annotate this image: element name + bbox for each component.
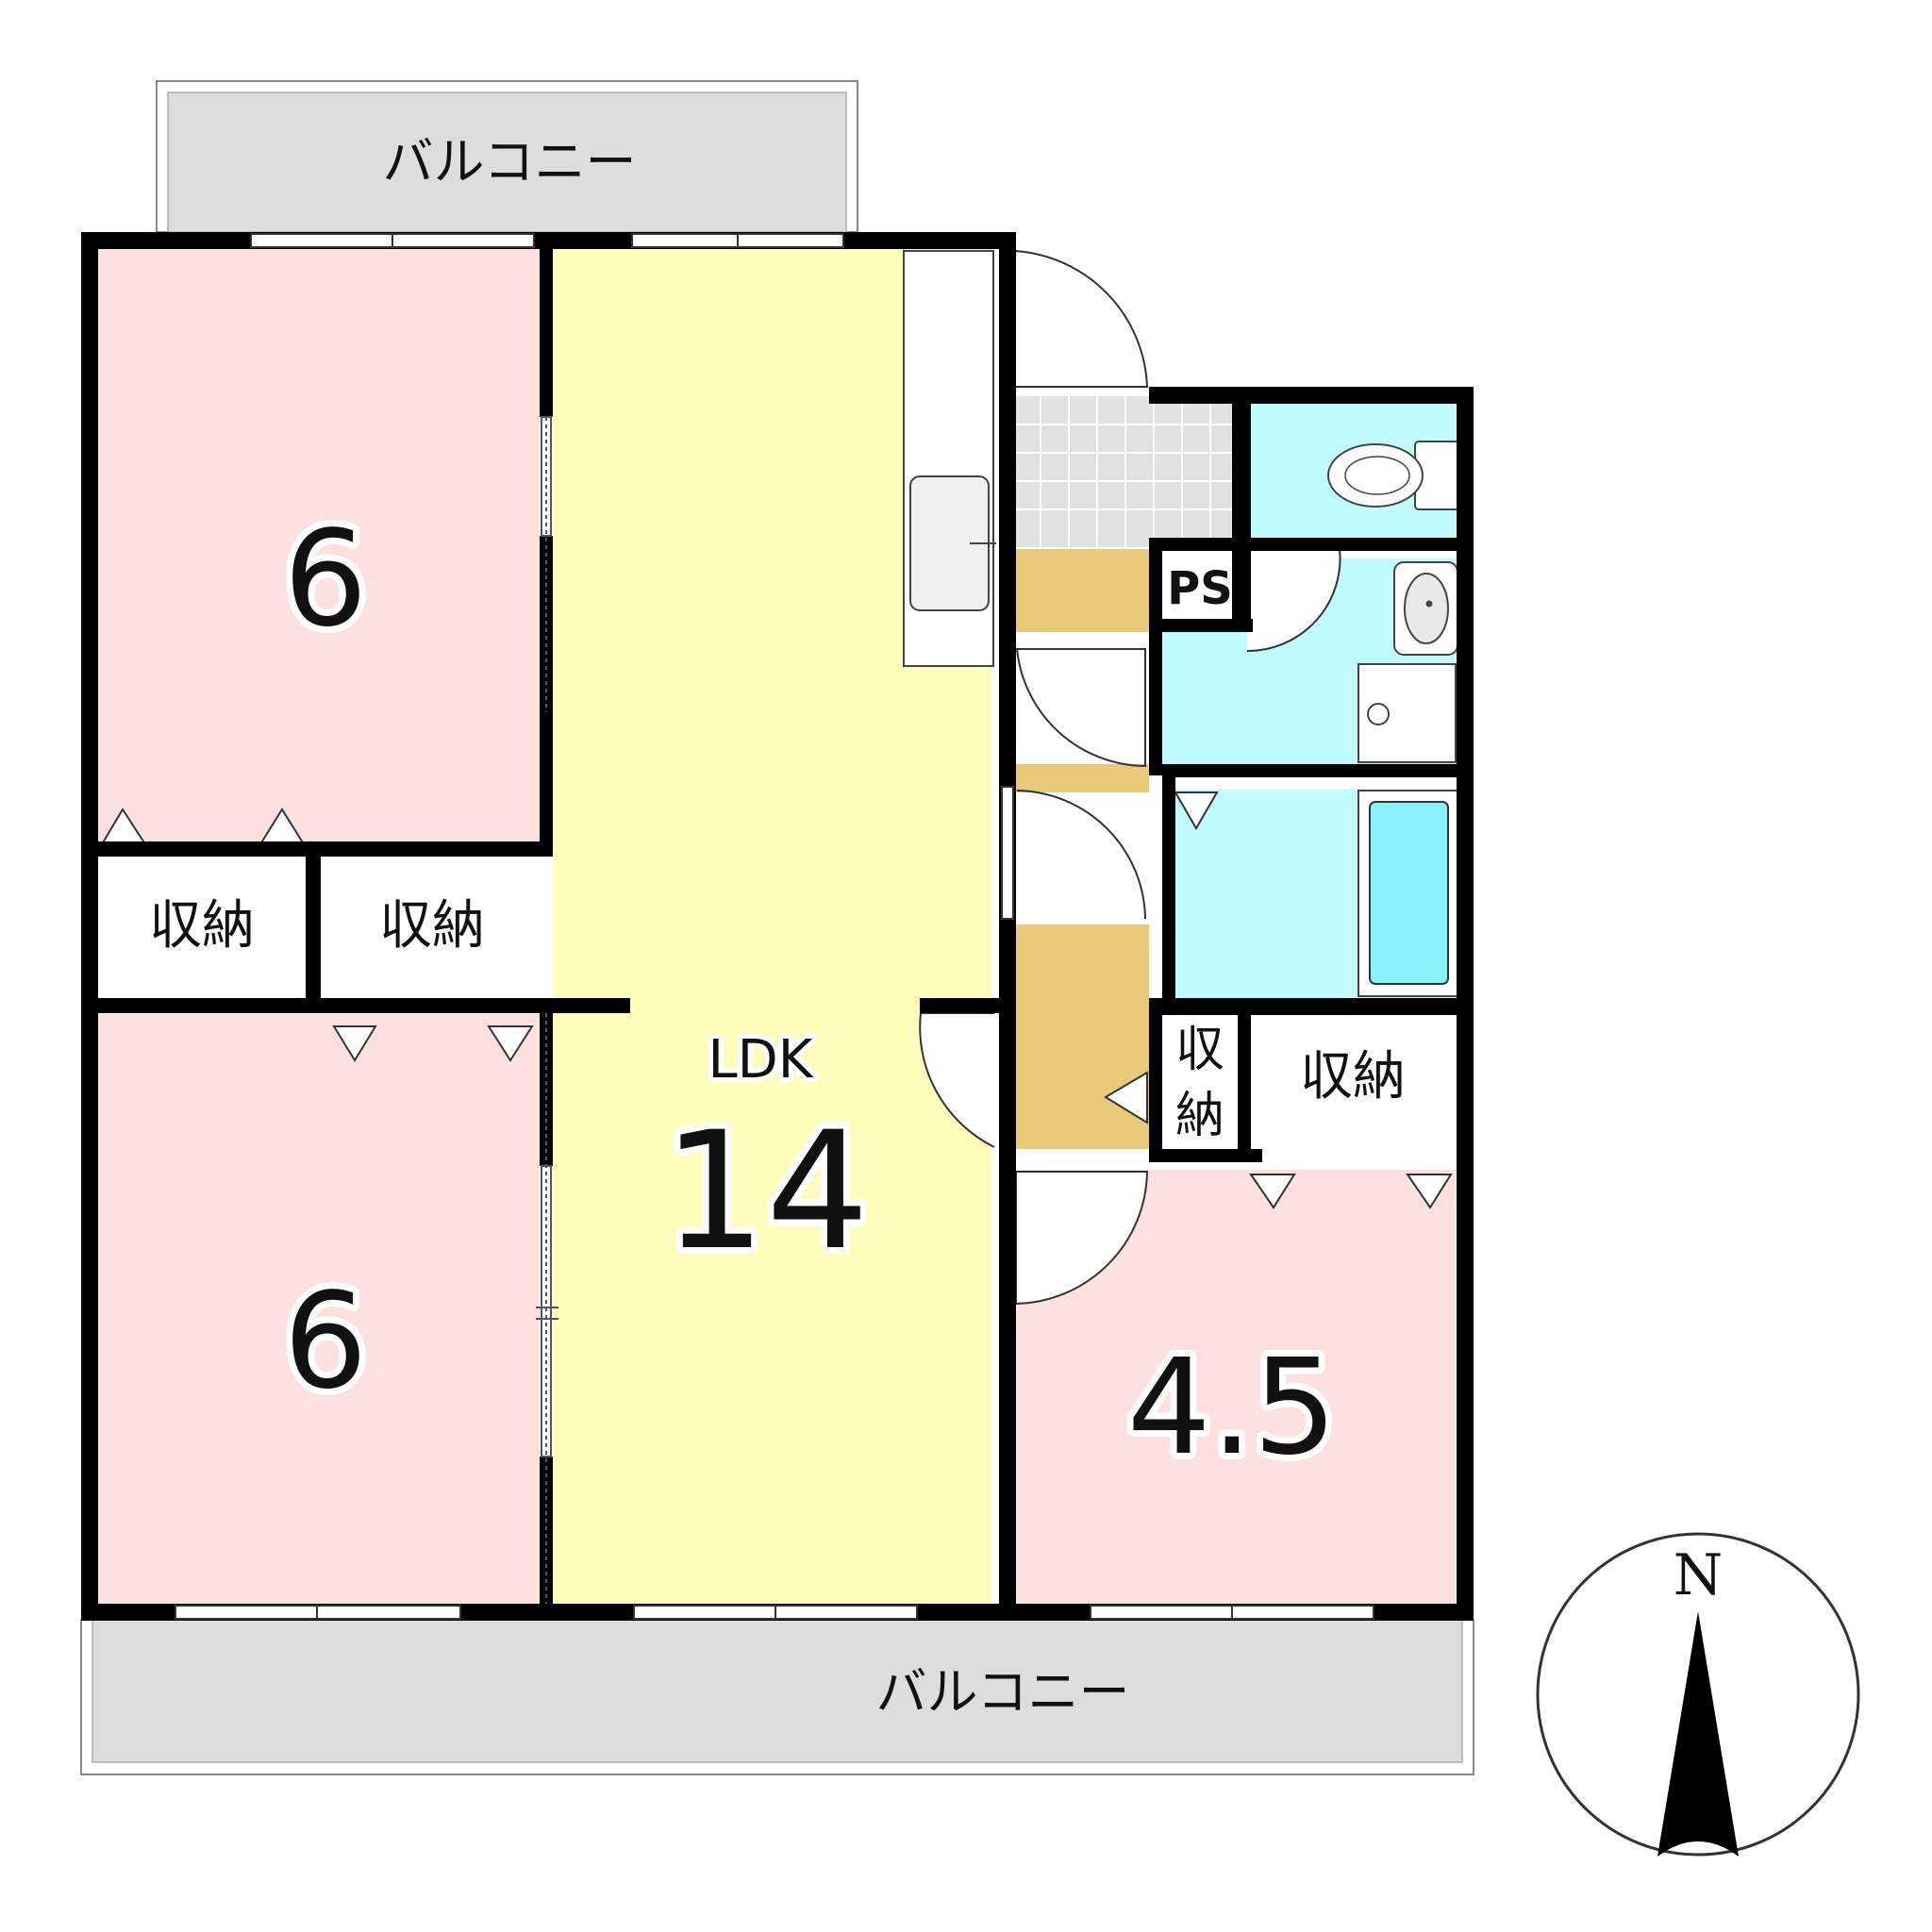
storage-east-label: 収納 [1300, 1046, 1406, 1108]
washing-machine-pan-icon [1357, 663, 1457, 763]
genkan-tiled-floor [1012, 396, 1232, 547]
balcony-bottom [80, 1619, 1474, 1775]
ldk-label: LDK [708, 1029, 813, 1091]
bedroom-west-upper-floor [98, 247, 540, 841]
toilet-icon [1327, 441, 1460, 510]
storage-left-label: 収納 [149, 895, 255, 957]
bedroom-west-upper-size: 6 [283, 503, 367, 657]
ldk-size: 14 [663, 1096, 870, 1286]
storage-left-floor [98, 856, 306, 997]
balcony-bottom-label: バルコニー [876, 1662, 1130, 1722]
storage-center-label: 収納 [379, 895, 485, 957]
bedroom-west-lower-size: 6 [283, 1265, 367, 1419]
storage-narrow-label-bottom: 納 [1175, 1088, 1224, 1144]
north-arrow-icon [1657, 1611, 1739, 1857]
north-compass: N [1536, 1532, 1860, 1857]
closet-door-markers [100, 791, 1453, 1209]
balcony-top-label: バルコニー [383, 132, 637, 192]
north-label: N [1674, 1542, 1724, 1608]
door-swings [919, 249, 1341, 1306]
storage-narrow-label-top: 収 [1175, 1022, 1224, 1078]
bathtub-icon [1357, 790, 1459, 997]
pipe-space-label: PS [1167, 562, 1233, 615]
hallway [1012, 549, 1156, 1149]
bedroom-east-size: 4.5 [1127, 1331, 1338, 1485]
balcony-top [156, 80, 858, 233]
storage-center-floor [326, 856, 540, 997]
pipe-space-floor [1162, 547, 1238, 623]
washbasin-icon [1393, 561, 1458, 656]
storage-narrow-floor [1162, 1021, 1238, 1162]
windows [175, 233, 1374, 1620]
kitchen-counter [903, 250, 996, 667]
storage-east-floor [1251, 1021, 1456, 1162]
sliding-partitions [536, 416, 558, 1604]
bedroom-west-lower-floor [98, 1014, 540, 1604]
